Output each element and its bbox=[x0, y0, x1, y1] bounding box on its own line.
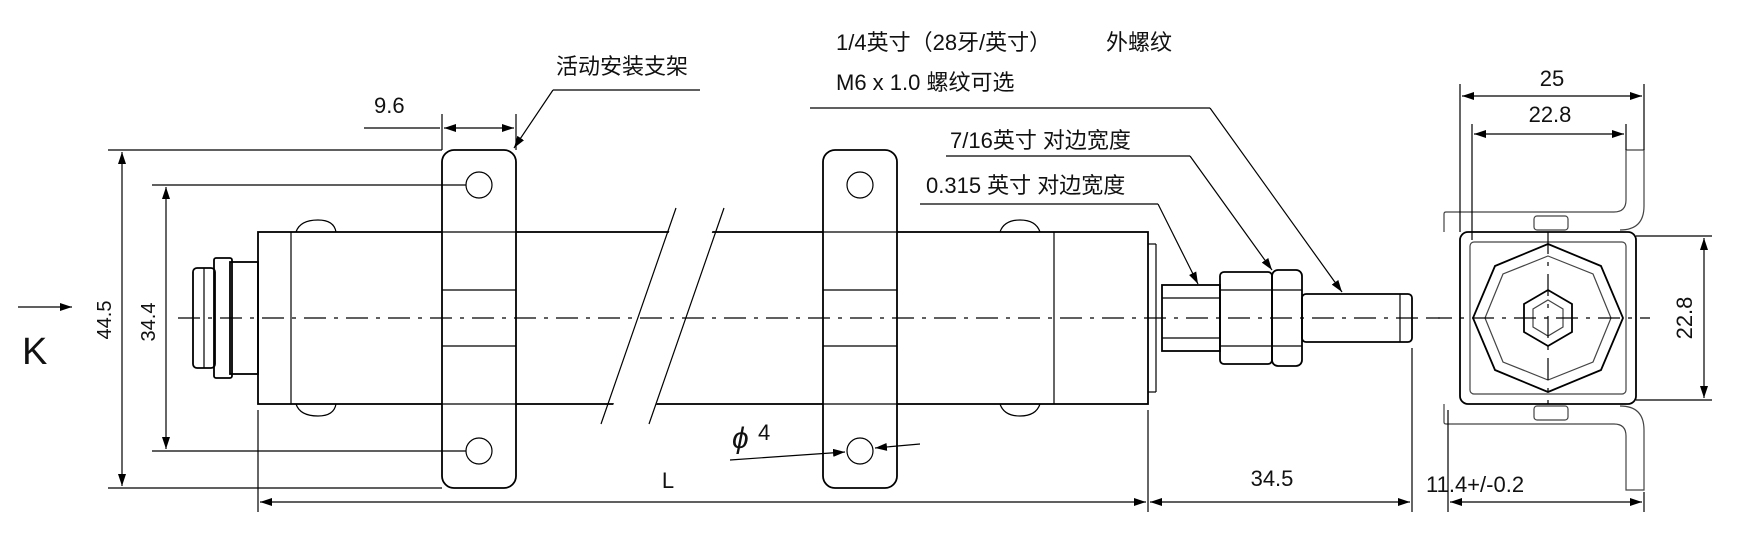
dim-end-height bbox=[1636, 235, 1712, 401]
dim-hole-diameter-label: 4 bbox=[758, 420, 770, 445]
dim-end-width bbox=[1459, 84, 1645, 232]
side-view: K 44.5 34.4 9.6 活动安装支架 bbox=[18, 30, 1440, 512]
callout-thread-line1: 1/4英寸（28牙/英寸） bbox=[836, 30, 1051, 55]
callout-hex-716-leader bbox=[946, 155, 1273, 271]
dim-rod-length-label: 34.5 bbox=[1251, 466, 1294, 491]
view-label: K bbox=[22, 331, 47, 373]
dim-bracket-width-label: 9.6 bbox=[374, 93, 405, 118]
mounting-bracket-right bbox=[822, 149, 898, 489]
callout-bracket-leader bbox=[513, 89, 700, 149]
mounting-bracket-left bbox=[441, 149, 517, 489]
callout-bracket: 活动安装支架 bbox=[556, 54, 688, 79]
dim-length bbox=[257, 348, 1413, 512]
dim-bracket-width bbox=[364, 114, 517, 150]
dim-end-inner-width-label: 22.8 bbox=[1529, 102, 1572, 127]
dim-hole-spacing-label: 34.4 bbox=[138, 303, 160, 342]
dim-hole-spacing bbox=[152, 184, 466, 452]
dim-length-label: L bbox=[662, 468, 674, 493]
callout-hex-716: 7/16英寸 对边宽度 bbox=[950, 128, 1131, 153]
end-view: 25 22.8 22.8 11.4+/-0.2 bbox=[1426, 66, 1712, 512]
callout-thread-line2: M6 x 1.0 螺纹可选 bbox=[836, 70, 1014, 95]
dim-overall-height bbox=[108, 149, 442, 489]
end-bracket bbox=[1443, 149, 1645, 491]
callout-hex-0315: 0.315 英寸 对边宽度 bbox=[926, 173, 1125, 198]
dim-overall-height-label: 44.5 bbox=[94, 301, 116, 340]
callout-hex-0315-leader bbox=[920, 203, 1199, 285]
dim-end-inner-width bbox=[1471, 124, 1627, 240]
dim-end-width-label: 25 bbox=[1540, 66, 1564, 91]
callout-thread-leader bbox=[810, 107, 1343, 293]
dim-end-height-label: 22.8 bbox=[1672, 297, 1697, 340]
dim-hole-diameter-symbol: ϕ bbox=[732, 422, 749, 455]
dim-hole-diameter bbox=[729, 442, 921, 461]
break-gap bbox=[600, 207, 725, 425]
dim-end-offset-label: 11.4+/-0.2 bbox=[1426, 472, 1524, 497]
dim-end-offset bbox=[1447, 410, 1645, 512]
callout-thread-line1-tail: 外螺纹 bbox=[1106, 30, 1172, 55]
